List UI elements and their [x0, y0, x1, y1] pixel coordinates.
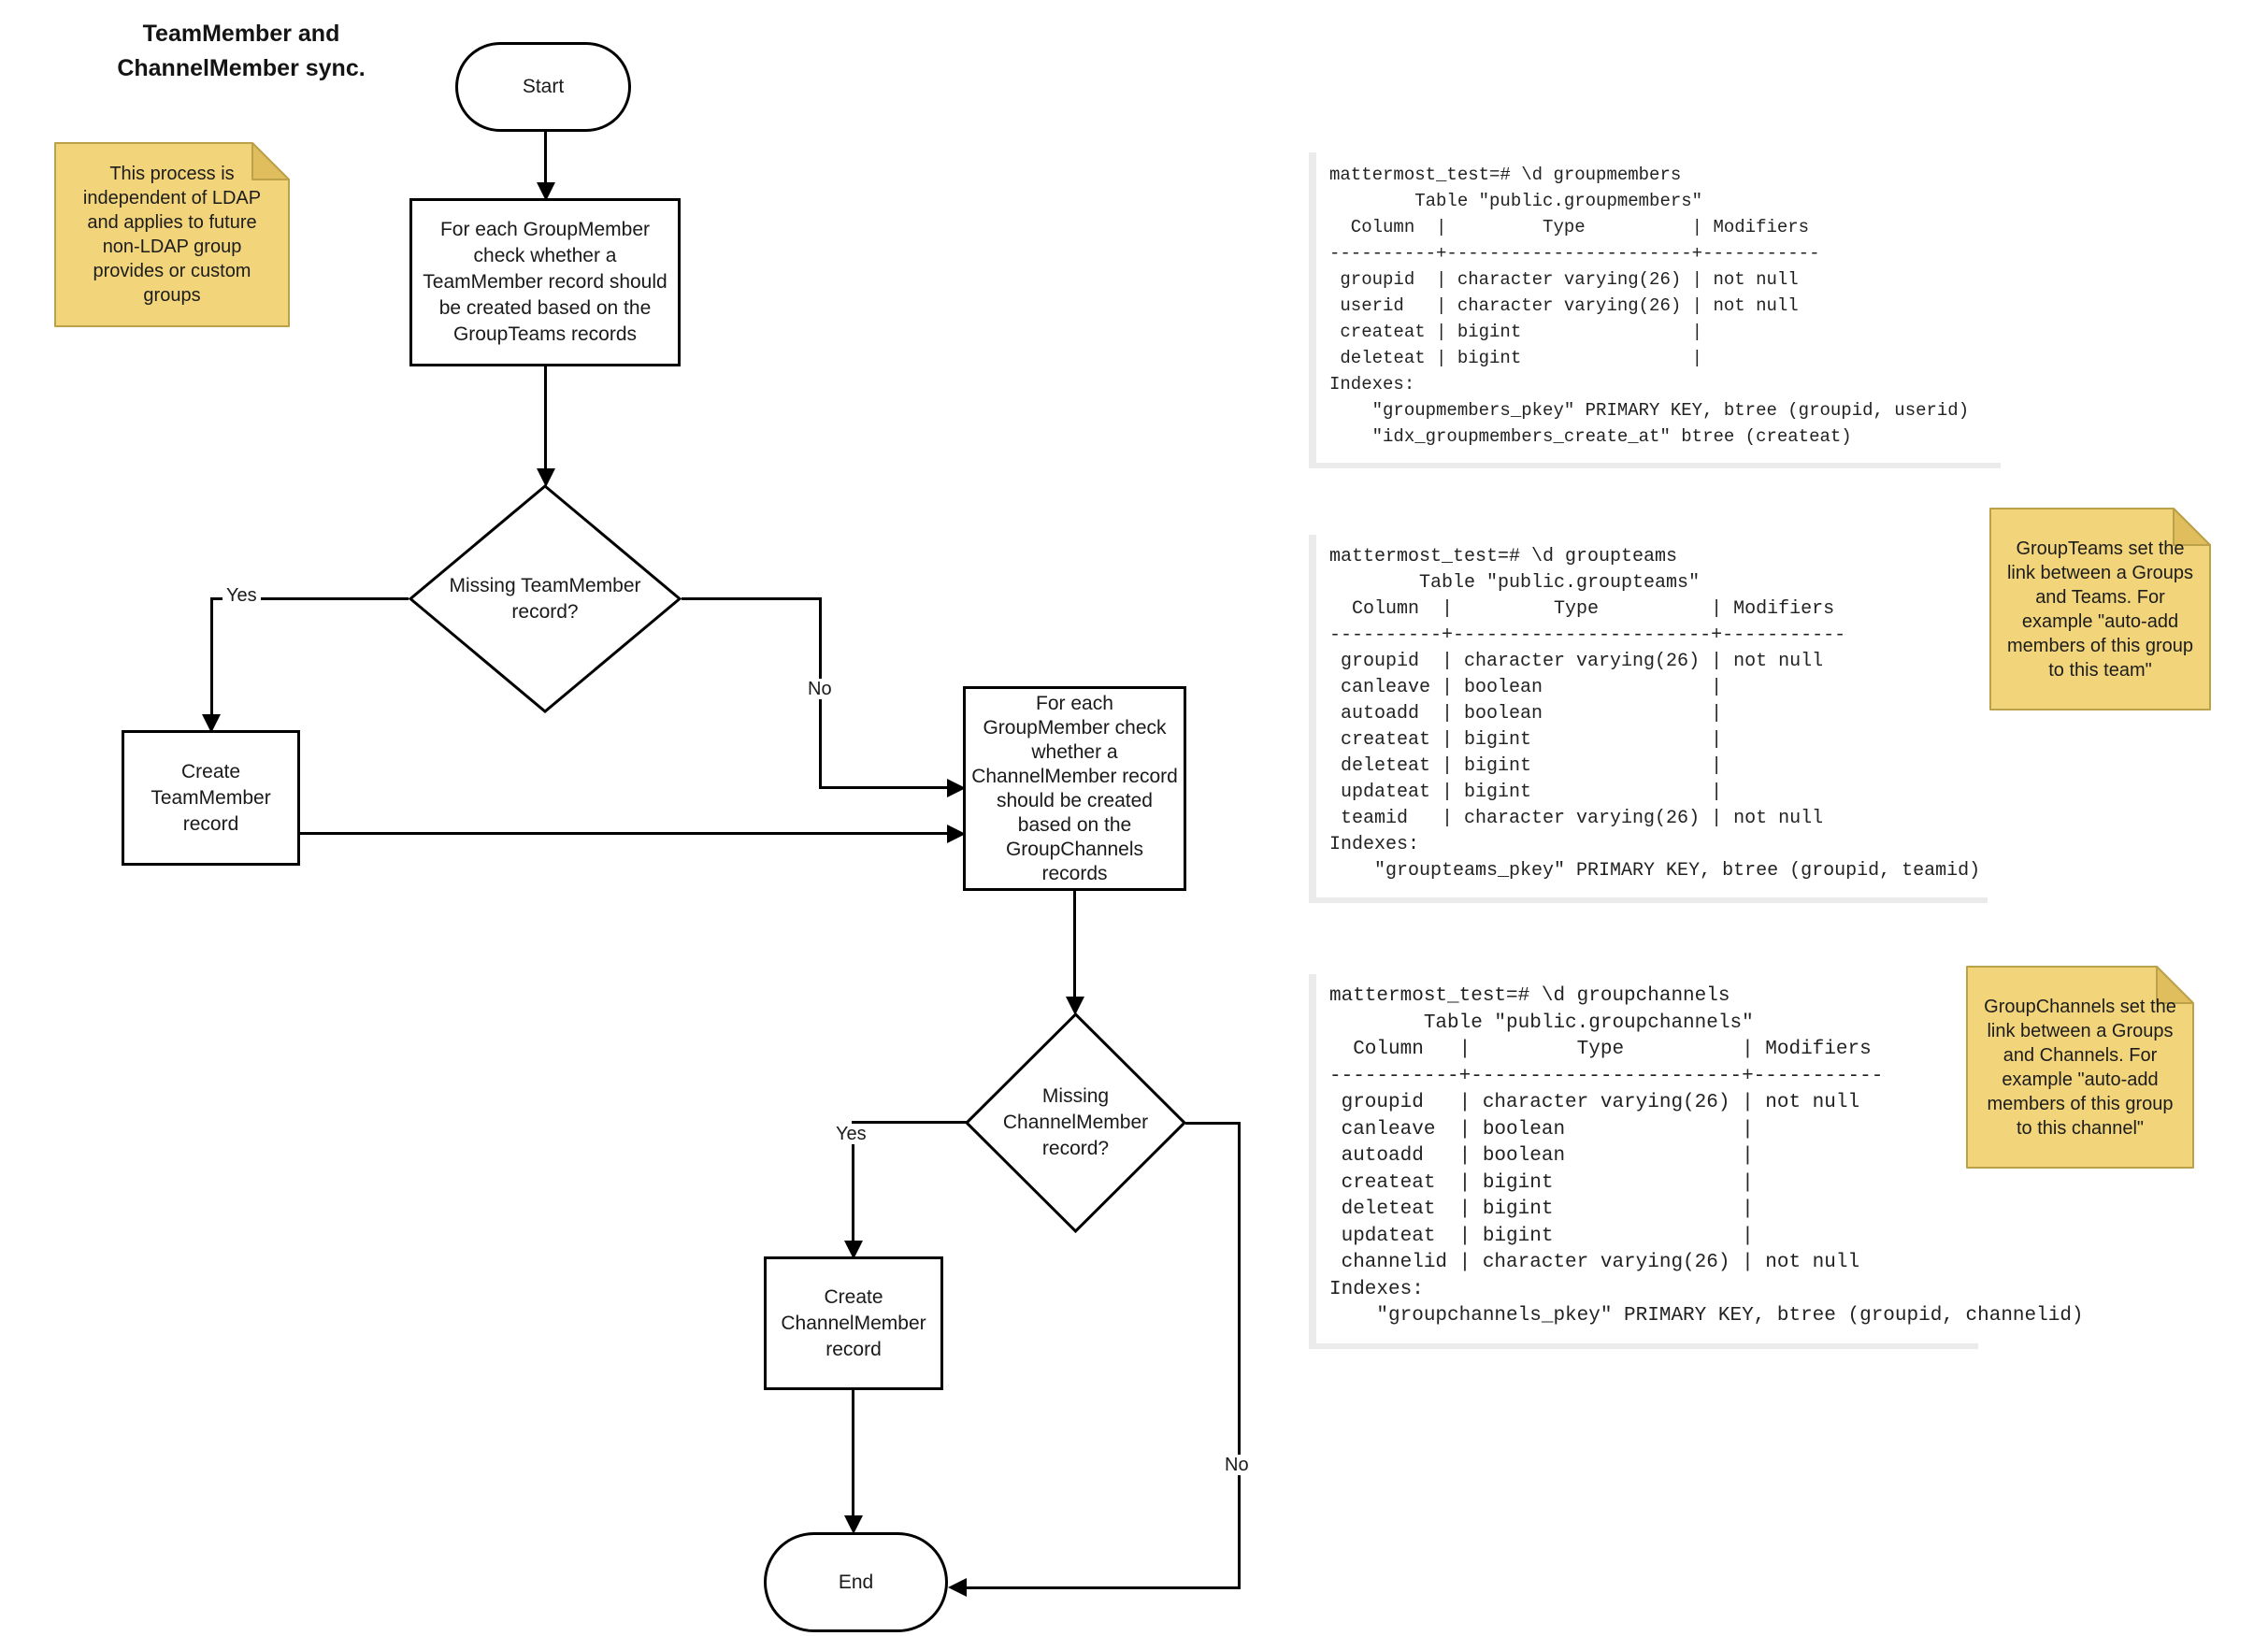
diamond-shape	[965, 1012, 1186, 1233]
edge-label-no-team: No	[804, 679, 836, 699]
edge-no-channel-vertical	[1238, 1122, 1241, 1589]
diagram-title: TeamMember and ChannelMember sync.	[117, 21, 366, 81]
edge-yes-channel-vertical	[852, 1121, 854, 1243]
edge-no-team-h1	[682, 597, 822, 600]
arrowhead-into-create-channel	[844, 1241, 863, 1259]
decision-team-diamond: Missing TeamMember record?	[409, 484, 682, 713]
arrowhead-into-end-top	[844, 1515, 863, 1534]
edge-create-channel-to-end	[852, 1389, 854, 1518]
decision-channel-diamond: Missing ChannelMember record?	[965, 1012, 1186, 1233]
decision-team-label: Missing TeamMember record?	[449, 574, 641, 623]
edge-create-team-to-process-channel	[299, 832, 950, 835]
arrowhead-into-create-team	[202, 714, 221, 733]
edge-yes-team-vertical	[210, 597, 213, 717]
edge-yes-team-horizontal	[210, 597, 409, 600]
decision-channel-label: Missing ChannelMember record?	[1002, 1085, 1149, 1159]
sticky-note-groupteams: GroupTeams set the link between a Groups…	[1989, 508, 2211, 710]
terminal-output-groupteams: mattermost_test=# \d groupteams Table "p…	[1316, 529, 1995, 897]
create-channel-box: Create ChannelMember record	[764, 1256, 943, 1390]
folded-corner-icon	[2156, 966, 2194, 1004]
end-terminator: End	[764, 1532, 948, 1632]
edge-start-to-process-team	[544, 131, 547, 185]
terminal-output-groupchannels: mattermost_test=# \d groupchannels Table…	[1316, 969, 2084, 1343]
edge-yes-channel-horizontal	[852, 1121, 967, 1124]
process-channel-box: For each GroupMember check whether a Cha…	[963, 686, 1186, 891]
sticky-note-ldap: This process is independent of LDAP and …	[54, 142, 290, 327]
start-terminator: Start	[455, 42, 631, 132]
sticky-note-text: This process is independent of LDAP and …	[82, 164, 262, 306]
edge-process-team-to-decision	[544, 366, 547, 471]
folded-corner-icon	[251, 142, 290, 180]
sticky-note-text: GroupTeams set the link between a Groups…	[2006, 538, 2193, 681]
edge-process-channel-to-decision	[1073, 890, 1076, 999]
arrowhead-into-decision-channel	[1066, 997, 1084, 1015]
arrowhead-into-process-channel-upper	[947, 779, 966, 797]
diamond-shape	[409, 484, 682, 713]
arrowhead-into-decision-team	[537, 468, 555, 487]
arrowhead-into-end-right	[948, 1578, 967, 1597]
process-team-box: For each GroupMember check whether a Tea…	[409, 198, 681, 366]
sticky-note-shape	[1989, 508, 2211, 710]
sticky-note-groupchannels: GroupChannels set the link between a Gro…	[1966, 966, 2194, 1169]
edge-no-channel-h2	[964, 1586, 1241, 1589]
sticky-note-shape	[54, 142, 290, 327]
edge-no-channel-h1	[1185, 1122, 1241, 1125]
arrowhead-into-process-team	[537, 182, 555, 201]
create-team-box: Create TeamMember record	[122, 730, 300, 866]
sticky-note-shape	[1966, 966, 2194, 1169]
arrowhead-into-process-channel-lower	[947, 825, 966, 843]
edge-label-no-channel: No	[1221, 1455, 1253, 1475]
folded-corner-icon	[2173, 508, 2211, 546]
edge-label-yes-channel: Yes	[832, 1124, 870, 1144]
edge-no-team-h2	[819, 786, 950, 789]
edge-label-yes-team: Yes	[222, 585, 261, 606]
terminal-output-groupmembers: mattermost_test=# \d groupmembers Table …	[1316, 147, 2008, 463]
sticky-note-text: GroupChannels set the link between a Gro…	[1984, 996, 2176, 1139]
